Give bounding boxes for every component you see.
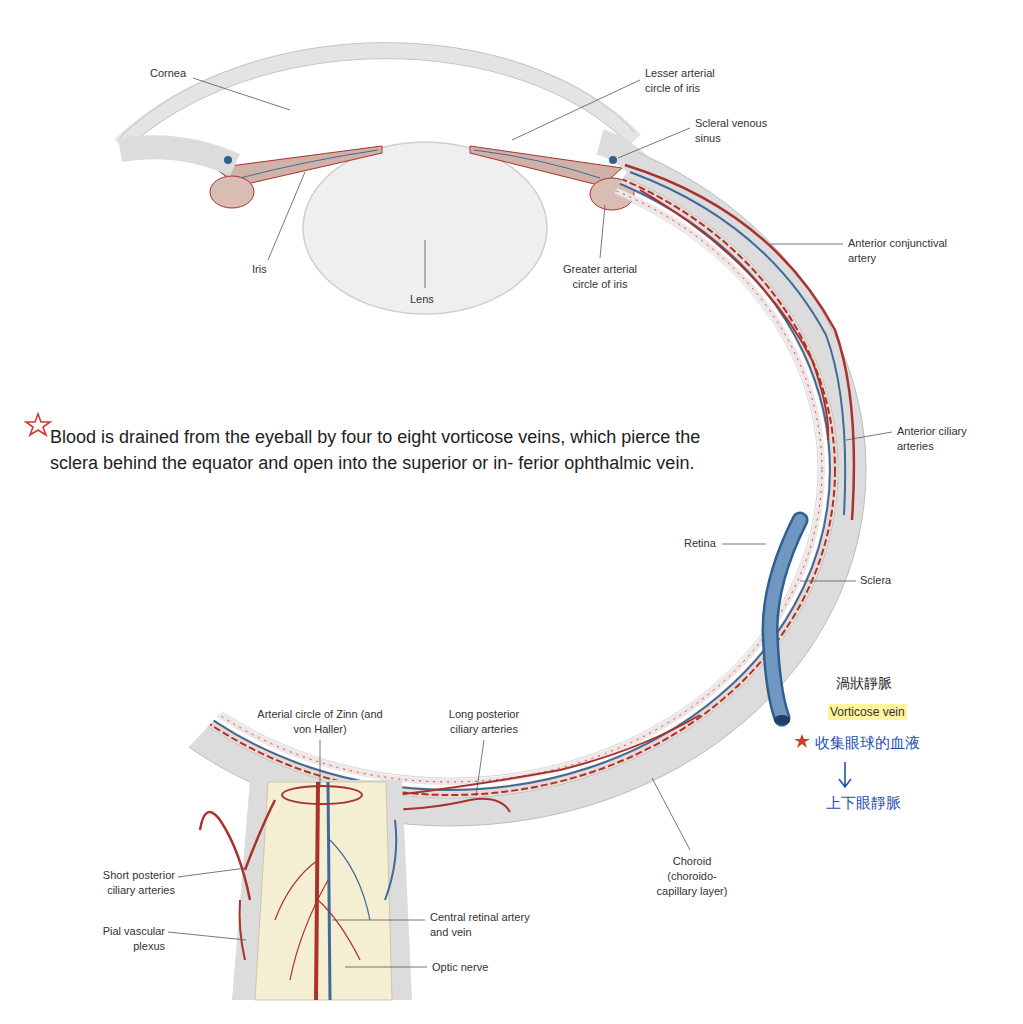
star-mark — [794, 734, 810, 748]
vorticose-vein — [770, 520, 800, 718]
part-label: Short posterior ciliary arteries — [85, 868, 175, 898]
star-mark — [26, 414, 50, 435]
part-label: Long posterior ciliary arteries — [440, 707, 528, 737]
scleral-venous-sinus — [609, 156, 617, 164]
part-label: Lesser arterial circle of iris — [645, 66, 735, 96]
part-label: Vorticose vein — [828, 704, 907, 720]
handwritten-note: 上下眼靜脈 — [826, 794, 936, 812]
part-label: Scleral venous sinus — [695, 116, 780, 146]
cornea-outline — [122, 59, 633, 153]
anterior-ciliary-artery — [640, 190, 828, 440]
part-label: Arterial circle of Zinn (and von Haller) — [255, 707, 385, 737]
short-posterior-ciliary-artery — [240, 900, 245, 960]
scleral-venous-sinus — [224, 156, 232, 164]
part-label: Lens — [410, 292, 450, 307]
iris-vessel — [474, 150, 600, 178]
part-label: Pial vascular plexus — [95, 924, 165, 954]
lens-shape — [303, 142, 547, 314]
cornea-outline — [120, 43, 635, 137]
circle-of-zinn — [282, 786, 362, 804]
central-retinal-artery — [316, 782, 318, 1000]
vein-branch — [385, 820, 396, 900]
cornea-shape — [120, 51, 635, 145]
note-text: Blood is drained from the eyeball by fou… — [50, 424, 740, 476]
sclera-outline — [34, 114, 866, 826]
vorticose-vein-end — [774, 715, 790, 725]
hand-arrow — [839, 762, 851, 787]
part-label: Optic nerve — [432, 960, 502, 975]
iris-vessel — [240, 150, 378, 178]
vorticose-vein — [770, 520, 800, 718]
central-retinal-vein — [328, 782, 330, 1000]
part-label: Anterior conjunctival artery — [848, 236, 953, 266]
part-label: Iris — [252, 262, 292, 277]
sclera-band — [120, 147, 235, 165]
part-label: Central retinal artery and vein — [430, 910, 530, 940]
part-label: Anterior ciliary arteries — [897, 424, 979, 454]
part-label: Greater arterial circle of iris — [560, 262, 640, 292]
part-label: Choroid (choroido- capillary layer) — [652, 854, 732, 899]
short-posterior-ciliary-artery — [200, 800, 275, 900]
sclera-band — [48, 128, 852, 812]
pial-vessels — [330, 840, 370, 920]
long-posterior-ciliary-artery — [350, 715, 700, 800]
part-label: Sclera — [860, 573, 910, 588]
part-label: Cornea — [150, 66, 210, 81]
handwritten-note: 收集眼球的血液 — [815, 734, 955, 752]
ciliary-body — [210, 176, 254, 208]
part-label: Retina — [684, 536, 724, 551]
leader-lines — [168, 78, 892, 967]
part-label: 渦狀靜脈 — [836, 674, 926, 693]
